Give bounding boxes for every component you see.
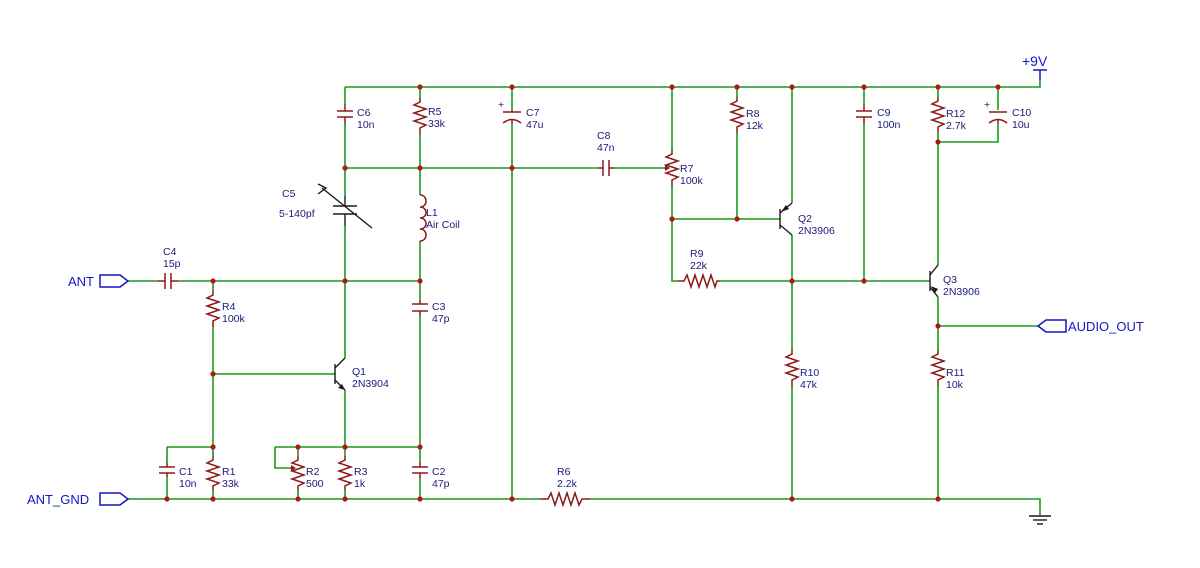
inductor-l1: L1 Air Coil	[419, 194, 460, 242]
c6-value: 10n	[357, 119, 375, 131]
c10-ref: C10	[1012, 107, 1031, 119]
capacitor-c4: C4 15p	[158, 246, 181, 289]
r1-value: 33k	[222, 478, 240, 490]
r1-ref: R1	[222, 466, 236, 478]
transistor-q2-pnp: Q2 2N3906	[779, 202, 835, 237]
resistor-r1: R1 33k	[204, 456, 240, 490]
c2-value: 47p	[432, 478, 450, 490]
c6-ref: C6	[357, 107, 371, 119]
c7-value: 47u	[526, 119, 544, 131]
capacitor-c8: C8 47n	[597, 130, 615, 176]
c9-ref: C9	[877, 107, 891, 119]
resistor-r11: R11 10k	[929, 350, 965, 391]
r7-value: 100k	[680, 175, 704, 187]
c7-ref: C7	[526, 107, 540, 119]
r3-ref: R3	[354, 466, 368, 478]
r6-value: 2.2k	[557, 478, 578, 490]
ground-symbol	[1029, 515, 1051, 525]
r4-ref: R4	[222, 301, 236, 313]
c3-value: 47p	[432, 313, 450, 325]
resistor-r10: R10 47k	[783, 350, 819, 391]
r6-ref: R6	[557, 466, 571, 478]
resistor-r3: R3 1k	[336, 456, 368, 490]
c2-ref: C2	[432, 466, 446, 478]
c8-ref: C8	[597, 130, 611, 142]
r7-ref: R7	[680, 163, 694, 175]
capacitor-c6: C6 10n	[337, 104, 375, 131]
port-audio-out: AUDIO_OUT	[1036, 319, 1144, 334]
resistor-r12: R12 2.7k	[929, 97, 967, 133]
resistor-r9: R9 22k	[678, 248, 720, 290]
c9-value: 100n	[877, 119, 901, 131]
r10-ref: R10	[800, 367, 819, 379]
r2-value: 500	[306, 478, 324, 490]
c8-value: 47n	[597, 142, 615, 154]
variable-capacitor-c5: C5 5-140pf	[279, 183, 373, 229]
capacitor-c2: C2 47p	[412, 462, 450, 490]
capacitor-c3: C3 47p	[412, 300, 450, 325]
port-ant-label: ANT	[68, 274, 94, 289]
port-ant-gnd-label: ANT_GND	[27, 492, 89, 507]
r3-value: 1k	[354, 478, 366, 490]
r8-value: 12k	[746, 120, 764, 132]
capacitor-c1: C1 10n	[159, 463, 197, 490]
r12-ref: R12	[946, 108, 965, 120]
q2-value: 2N3906	[798, 225, 835, 237]
r8-ref: R8	[746, 108, 760, 120]
c7-polarity: +	[498, 99, 504, 111]
power-label: +9V	[1022, 53, 1048, 69]
resistor-r8: R8 12k	[728, 97, 764, 133]
port-ant: ANT	[68, 274, 130, 289]
c5-ref: C5	[282, 188, 296, 200]
l1-ref: L1	[426, 207, 438, 219]
c3-ref: C3	[432, 301, 446, 313]
r9-value: 22k	[690, 260, 708, 272]
r4-value: 100k	[222, 313, 246, 325]
transistor-q1-npn: Q1 2N3904	[334, 357, 389, 391]
r2-ref: R2	[306, 466, 320, 478]
r12-value: 2.7k	[946, 120, 967, 132]
q1-value: 2N3904	[352, 378, 389, 390]
transistor-q3-pnp: Q3 2N3906	[929, 264, 980, 298]
wires	[128, 80, 1041, 516]
q1-ref: Q1	[352, 366, 366, 378]
c4-ref: C4	[163, 246, 177, 258]
capacitor-c10: + C10 10u	[984, 99, 1031, 131]
resistor-r5: R5 33k	[411, 98, 446, 134]
c5-value: 5-140pf	[279, 208, 315, 220]
r5-value: 33k	[428, 118, 446, 130]
l1-value: Air Coil	[426, 219, 460, 231]
resistor-r6: R6 2.2k	[540, 466, 590, 508]
c4-value: 15p	[163, 258, 181, 270]
c10-value: 10u	[1012, 119, 1030, 131]
r5-ref: R5	[428, 106, 442, 118]
q2-ref: Q2	[798, 213, 812, 225]
capacitor-c9: C9 100n	[856, 104, 901, 131]
junctions	[164, 84, 1001, 502]
potentiometer-r7: R7 100k	[663, 150, 704, 187]
q3-value: 2N3906	[943, 286, 980, 298]
potentiometer-r2: R2 500	[289, 456, 324, 490]
r9-ref: R9	[690, 248, 704, 260]
r11-value: 10k	[946, 379, 964, 391]
resistor-r4: R4 100k	[204, 291, 246, 327]
c10-polarity: +	[984, 99, 990, 111]
capacitor-c7: + C7 47u	[498, 99, 544, 131]
q3-ref: Q3	[943, 274, 957, 286]
r11-ref: R11	[946, 367, 965, 379]
c1-ref: C1	[179, 466, 193, 478]
c1-value: 10n	[179, 478, 197, 490]
r10-value: 47k	[800, 379, 818, 391]
power-symbol-9v: +9V	[1022, 53, 1048, 80]
port-audio-out-label: AUDIO_OUT	[1068, 319, 1144, 334]
port-ant-gnd: ANT_GND	[27, 492, 130, 507]
